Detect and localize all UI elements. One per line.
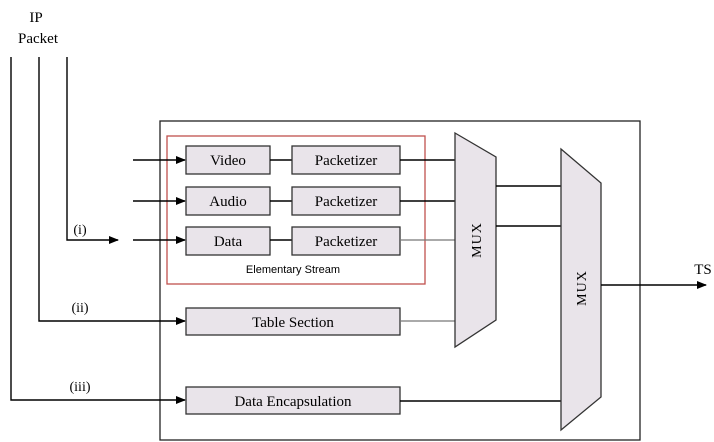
audio-box-label: Audio — [209, 194, 247, 210]
branch-i-label: (i) — [73, 223, 87, 238]
data-box — [185, 226, 271, 256]
mux1-label: MUX — [470, 222, 485, 258]
output-label: TS — [694, 262, 712, 278]
video-box-label: Video — [210, 153, 246, 169]
data-encapsulation-box — [185, 386, 401, 415]
outer-frame — [159, 120, 641, 441]
video-box — [185, 145, 271, 175]
packetizer-audio-label: Packetizer — [315, 194, 377, 210]
branch-iii-line — [10, 57, 186, 404]
packetizer-video-label: Packetizer — [315, 153, 377, 169]
mux2-shape — [560, 147, 602, 432]
packetizer-video-box — [291, 145, 401, 175]
branch-iii-label: (iii) — [70, 380, 91, 395]
packetizer-audio-box — [291, 186, 401, 216]
input-label-line2: Packet — [18, 31, 59, 47]
branch-i-line — [66, 57, 119, 244]
branch-ii-line — [38, 57, 186, 325]
packetizer-data-label: Packetizer — [315, 234, 377, 250]
table-section-box — [185, 307, 401, 336]
packetizer-data-box — [291, 226, 401, 256]
branch-ii-label: (ii) — [71, 301, 88, 316]
mux1-shape — [454, 131, 497, 349]
data-encapsulation-label: Data Encapsulation — [234, 394, 352, 410]
data-box-label: Data — [214, 234, 243, 250]
mux2-label: MUX — [575, 270, 590, 306]
elementary-stream-label: Elementary Stream — [246, 264, 340, 276]
table-section-label: Table Section — [252, 315, 334, 331]
elementary-stream-frame — [166, 135, 426, 285]
input-label-line1: IP — [29, 10, 42, 26]
